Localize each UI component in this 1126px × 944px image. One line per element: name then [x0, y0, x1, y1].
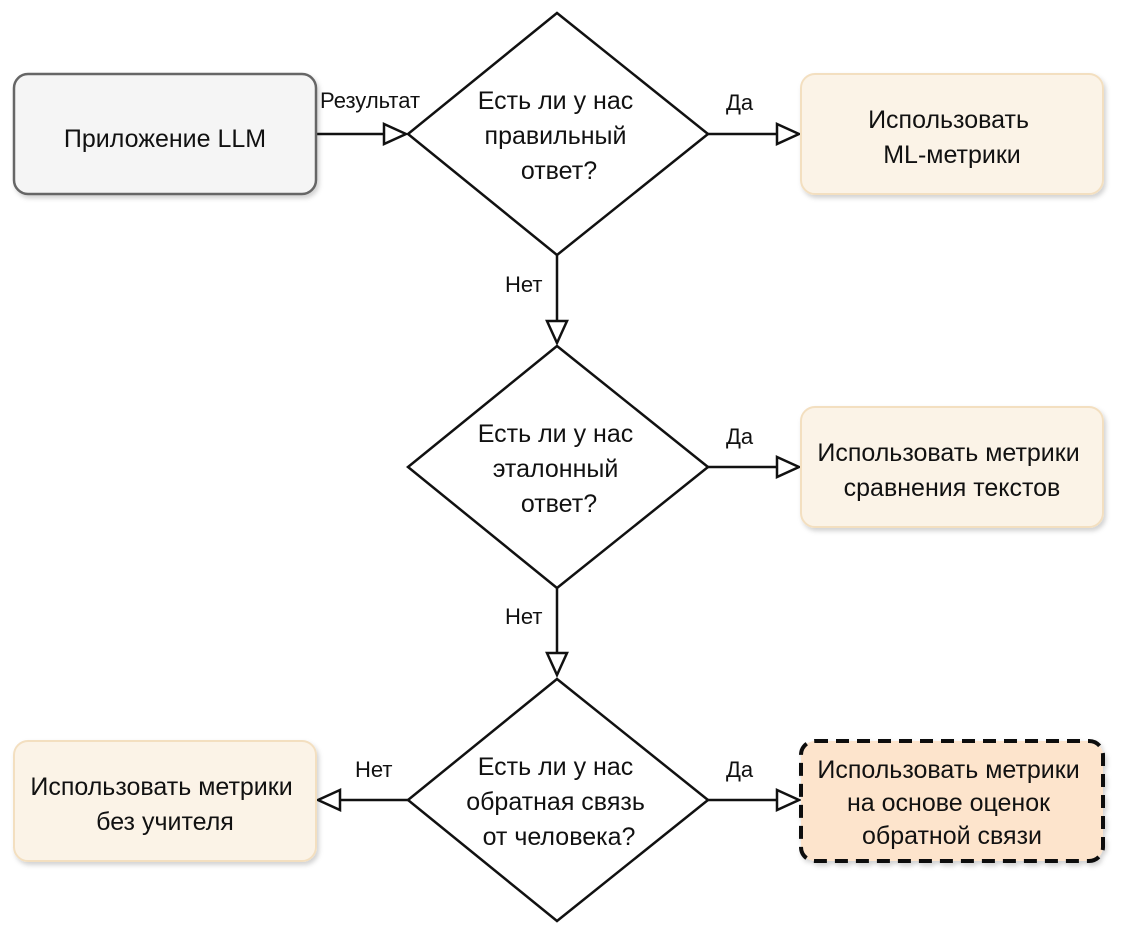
decision-human-feedback-label: Есть ли у нас обратная связь от человека… [466, 753, 652, 851]
edge-label-yes-3: Да [726, 757, 754, 782]
decision-correct-answer: Есть ли у нас правильный ответ? [406, 11, 710, 257]
result-ml-metrics-label: Использовать ML-метрики [868, 106, 1036, 169]
decision-correct-answer-shape [406, 11, 710, 257]
result-ml-metrics-box [800, 73, 1104, 195]
decision-correct-answer-label: Есть ли у нас правильный ответ? [478, 87, 640, 185]
result-text-comparison-metrics-box [800, 406, 1104, 528]
result-text-comparison-metrics-label: Использовать метрики сравнения текстов [817, 439, 1086, 502]
edge-label-yes-2: Да [726, 424, 754, 449]
edge-q3-to-r4 [314, 788, 408, 812]
result-feedback-metrics-label: Использовать метрики на основе оценок об… [817, 756, 1086, 850]
edge-q1-to-r1 [708, 122, 803, 146]
edge-label-yes-1: Да [726, 90, 754, 115]
edge-q1-to-q2 [545, 255, 569, 347]
node-llm-app-label: Приложение LLM [64, 125, 266, 153]
edge-q2-to-r2 [708, 455, 803, 479]
node-llm-app: Приложение LLM [12, 72, 318, 196]
decision-reference-answer: Есть ли у нас эталонный ответ? [406, 344, 710, 590]
edge-app-to-q1 [316, 122, 410, 146]
node-llm-app-box [12, 72, 318, 196]
decision-reference-answer-label: Есть ли у нас эталонный ответ? [478, 420, 640, 518]
result-feedback-metrics: Использовать метрики на основе оценок об… [799, 739, 1105, 863]
result-unsupervised-metrics: Использовать метрики без учителя [13, 740, 317, 862]
decision-human-feedback-shape [406, 677, 710, 923]
decision-human-feedback: Есть ли у нас обратная связь от человека… [406, 677, 710, 923]
result-feedback-metrics-box [799, 739, 1105, 863]
edge-q2-to-q3 [545, 588, 569, 679]
result-unsupervised-metrics-label: Использовать метрики без учителя [30, 773, 299, 836]
edge-label-no-1: Нет [505, 272, 542, 297]
edge-q3-to-r3 [708, 788, 803, 812]
result-ml-metrics: Использовать ML-метрики [800, 73, 1104, 195]
edge-label-no-2: Нет [505, 604, 542, 629]
edge-label-no-3: Нет [355, 757, 392, 782]
result-text-comparison-metrics: Использовать метрики сравнения текстов [800, 406, 1104, 528]
decision-reference-answer-shape [406, 344, 710, 590]
result-unsupervised-metrics-box [13, 740, 317, 862]
edge-label-result: Результат [320, 88, 420, 113]
